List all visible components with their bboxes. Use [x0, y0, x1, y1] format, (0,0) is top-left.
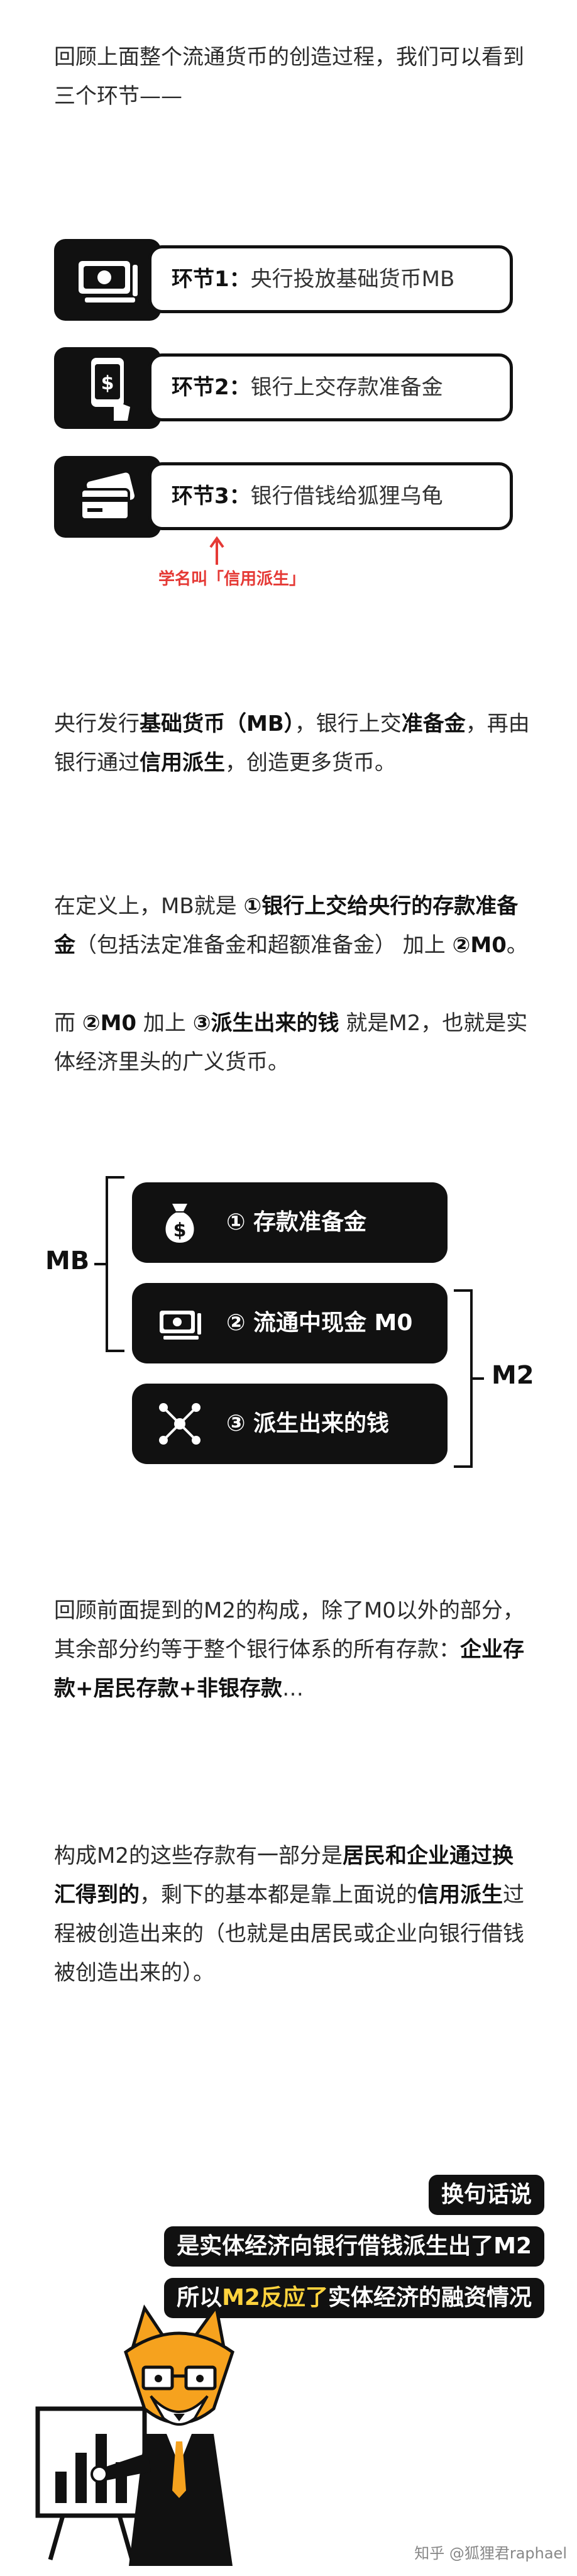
annotation-text: 学名叫「信用派生」: [158, 570, 306, 589]
network-icon: [159, 1403, 201, 1445]
money-bag-icon: $: [165, 1204, 194, 1243]
text-run: ，银行上交: [294, 711, 402, 736]
m2-bracket-tick: [471, 1377, 484, 1380]
mb-label: MB: [45, 1246, 90, 1275]
text-run: 央行发行: [54, 711, 140, 736]
svg-text:$: $: [173, 1219, 187, 1241]
bubble-text: 实体经济的融资情况: [327, 2285, 532, 2311]
text-run: 构成M2的这些存款有一部分是: [54, 1843, 343, 1868]
credit-card-icon: [54, 456, 161, 538]
bold-run: 居民和企业通过换汇得到的: [54, 1843, 514, 1907]
step-pill-3: 环节3：银行借钱给狐狸乌龟: [148, 462, 513, 530]
text-run: ，创造更多货币。: [225, 750, 396, 775]
svg-text:$: $: [101, 372, 114, 394]
step-label: 环节1：: [172, 267, 251, 292]
step-text: 银行上交存款准备金: [250, 375, 443, 400]
m2-bracket: [454, 1289, 473, 1468]
paragraph-m2-composition: 回顾前面提到的M2的构成，除了M0以外的部分，其余部分约等于整个银行体系的所有存…: [54, 1591, 532, 1708]
bold-run: 信用派生: [140, 750, 225, 775]
intro-paragraph: 回顾上面整个流通货币的创造过程，我们可以看到三个环节——: [54, 45, 524, 109]
bold-run: ③派生出来的钱: [192, 1011, 339, 1036]
step-text: 央行投放基础货币MB: [250, 267, 455, 292]
bold-run: ①银行上交给央行的存款准备金: [54, 894, 519, 958]
bold-run: 信用派生: [417, 1882, 503, 1907]
bold-run: 企业存款+居民存款+非银存款: [54, 1637, 524, 1701]
bubble-text: 是实体经济向银行借钱派生出了M2: [177, 2233, 532, 2259]
text-run: 在定义上，MB就是: [54, 894, 244, 919]
bubble-text: 所以: [177, 2285, 223, 2311]
bold-run: ②M0: [82, 1011, 137, 1036]
paragraph-base-money: 央行发行基础货币（MB），银行上交准备金，再由银行通过信用派生，创造更多货币。: [54, 704, 532, 782]
mb-bracket-tick: [94, 1263, 107, 1265]
text-run: ，剩下的基本都是靠上面说的: [140, 1882, 417, 1907]
mb-bracket: [106, 1176, 124, 1352]
step-pill-1: 环节1：央行投放基础货币MB: [148, 245, 513, 313]
step-card-1: 环节1：央行投放基础货币MB: [54, 239, 518, 321]
watermark: 知乎 @狐狸君raphael: [414, 2545, 567, 2562]
text-run: 加上: [136, 1011, 193, 1036]
paragraph-deposit-sources: 构成M2的这些存款有一部分是居民和企业通过换汇得到的，剩下的基本都是靠上面说的信…: [54, 1836, 532, 1992]
cash-icon: [160, 1311, 201, 1340]
step-card-3: 环节3：银行借钱给狐狸乌龟: [54, 456, 518, 538]
diagram-item-text: ② 流通中现金 M0: [226, 1310, 413, 1336]
bold-run: 基础货币（MB）: [140, 711, 295, 736]
step-label: 环节2：: [172, 375, 251, 400]
speech-bubble-2: 是实体经济向银行借钱派生出了M2: [164, 2226, 544, 2267]
fox-teacher-illustration: [35, 2302, 234, 2566]
bold-run: ②M0: [452, 933, 507, 958]
diagram-item-derived: ③ 派生出来的钱: [132, 1384, 448, 1464]
step-text: 银行借钱给狐狸乌龟: [250, 484, 443, 509]
text-run: 。: [506, 933, 528, 958]
diagram-item-text: ③ 派生出来的钱: [226, 1411, 390, 1436]
paragraph-m2-definition: 而 ②M0 加上 ③派生出来的钱 就是M2，也就是实体经济里头的广义货币。: [54, 1004, 532, 1082]
m2-label: M2: [492, 1361, 534, 1390]
bold-run: 准备金: [401, 711, 466, 736]
speech-bubble-1: 换句话说: [428, 2175, 544, 2215]
phone-dollar-icon: $: [54, 347, 161, 429]
step-pill-2: 环节2：银行上交存款准备金: [148, 353, 513, 421]
step-label: 环节3：: [172, 484, 251, 509]
speech-bubble-3: 所以M2反应了实体经济的融资情况: [164, 2278, 544, 2318]
step-card-2: $ 环节2：银行上交存款准备金: [54, 347, 518, 429]
paragraph-mb-definition: 在定义上，MB就是 ①银行上交给央行的存款准备金（包括法定准备金和超额准备金） …: [54, 887, 532, 965]
annotation-arrow-icon: [209, 536, 224, 565]
text-run: ，再由银行通过: [54, 711, 530, 775]
text-run: …: [282, 1676, 304, 1701]
text-run: 过程被创造出来的（也就是由居民或企业向银行借钱被创造出来的）。: [54, 1882, 524, 1985]
bubble-highlight: M2反应了: [222, 2285, 328, 2311]
chart-board-icon: [35, 2406, 147, 2560]
diagram-item-m0: ② 流通中现金 M0: [132, 1283, 448, 1363]
text-run: 而: [54, 1011, 82, 1036]
text-run: 回顾前面提到的M2的构成，除了M0以外的部分，其余部分约等于整个银行体系的所有存…: [54, 1598, 524, 1662]
text-run: （包括法定准备金和超额准备金） 加上: [75, 933, 453, 958]
bubble-text: 换句话说: [441, 2182, 532, 2207]
cash-icon: [54, 239, 161, 321]
diagram-item-text: ① 存款准备金: [226, 1209, 367, 1235]
diagram-item-reserve: $ ① 存款准备金: [132, 1182, 448, 1263]
text-run: 就是M2，也就是实体经济里头的广义货币。: [54, 1011, 528, 1075]
